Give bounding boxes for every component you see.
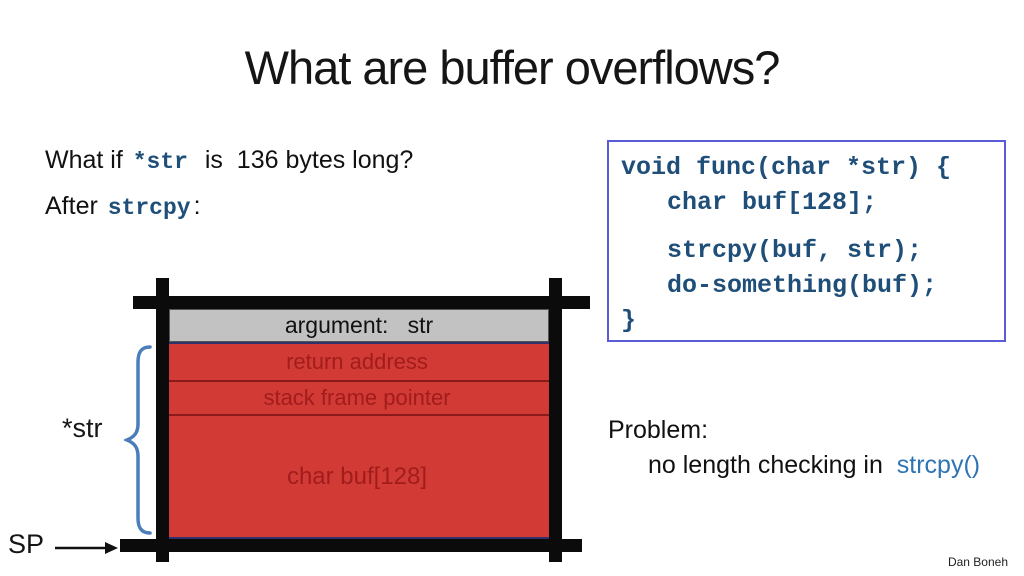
author-credit: Dan Boneh xyxy=(947,555,1008,569)
stack-overflow-region: return address stack frame pointer char … xyxy=(162,342,552,539)
intro-line-2-pre: After xyxy=(45,192,105,220)
code-line: do-something(buf); xyxy=(667,271,938,300)
intro-line-2-code: strcpy xyxy=(107,195,191,221)
stack-left-wall xyxy=(156,278,169,562)
problem-heading: Problem: xyxy=(608,416,709,444)
str-span-label: *str xyxy=(62,413,103,443)
code-box: void func(char *str) { char buf[128]; st… xyxy=(607,140,1006,342)
problem-body-code: strcpy() xyxy=(896,451,981,479)
stack-cell-char-buf: char buf[128] xyxy=(286,462,428,490)
code-line: strcpy(buf, str); xyxy=(667,236,923,265)
intro-line-1-pre: What if xyxy=(45,146,130,174)
intro-line-1: What if *str is 136 bytes long? xyxy=(45,146,413,175)
problem-body-pre: no length checking in xyxy=(648,451,897,479)
stack-cell-return-address: return address xyxy=(164,344,550,382)
stack-pointer-label: SP xyxy=(8,529,45,559)
page-title: What are buffer overflows? xyxy=(244,41,781,94)
brace-icon xyxy=(124,345,152,535)
stack-bottom-line xyxy=(120,539,582,552)
code-line: void func(char *str) { xyxy=(621,153,952,182)
code-line: } xyxy=(621,306,637,335)
intro-line-1-post: is 136 bytes long? xyxy=(190,146,414,174)
problem-body: no length checking in strcpy() xyxy=(648,451,980,480)
arrow-right-icon xyxy=(55,542,118,554)
intro-line-2: After strcpy: xyxy=(45,192,201,221)
stack-right-wall xyxy=(549,278,562,562)
stack-cell-argument-label: argument: str xyxy=(284,312,434,338)
stack-top-line xyxy=(133,296,590,309)
code-line: char buf[128]; xyxy=(667,188,878,217)
intro-line-1-code: *str xyxy=(132,149,188,175)
stack-cell-stack-frame-pointer: stack frame pointer xyxy=(164,382,550,416)
stack-cell-argument: argument: str xyxy=(169,309,549,342)
intro-line-2-post: : xyxy=(193,192,201,220)
